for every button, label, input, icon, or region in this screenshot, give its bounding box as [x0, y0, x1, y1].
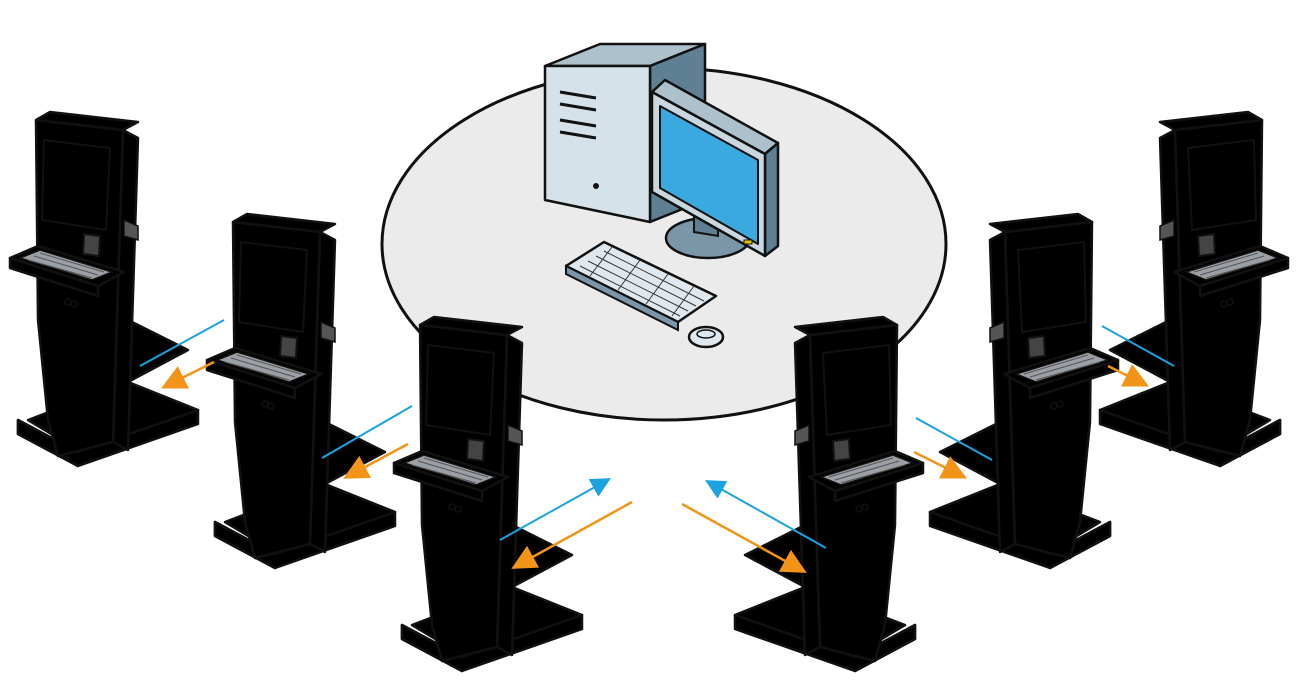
desktop-computer-icon [543, 42, 780, 349]
orange-arrow-icon [681, 502, 807, 573]
blue-arrow-icon [915, 417, 993, 461]
blue-arrow-icon [705, 480, 827, 549]
kiosk-blue-2 [928, 212, 1120, 570]
orange-arrow-icon [343, 442, 409, 479]
orange-arrow-icon [1107, 364, 1149, 387]
self-service-kiosk-icon [928, 212, 1120, 570]
kiosk-gray-2 [205, 212, 397, 570]
self-service-kiosk-icon [8, 110, 200, 468]
orange-arrow-icon [161, 360, 215, 389]
blue-arrow-icon [321, 405, 413, 459]
self-service-kiosk-icon [205, 212, 397, 570]
blue-arrow-icon [139, 319, 225, 367]
blue-arrow-icon [1101, 325, 1175, 367]
kiosk-blue-3 [1098, 110, 1290, 468]
self-service-kiosk-icon [1098, 110, 1290, 468]
orange-arrow-icon [913, 450, 967, 479]
kiosk-gray-1 [8, 110, 200, 468]
blue-arrow-icon [499, 478, 611, 541]
orange-arrow-icon [511, 500, 633, 569]
